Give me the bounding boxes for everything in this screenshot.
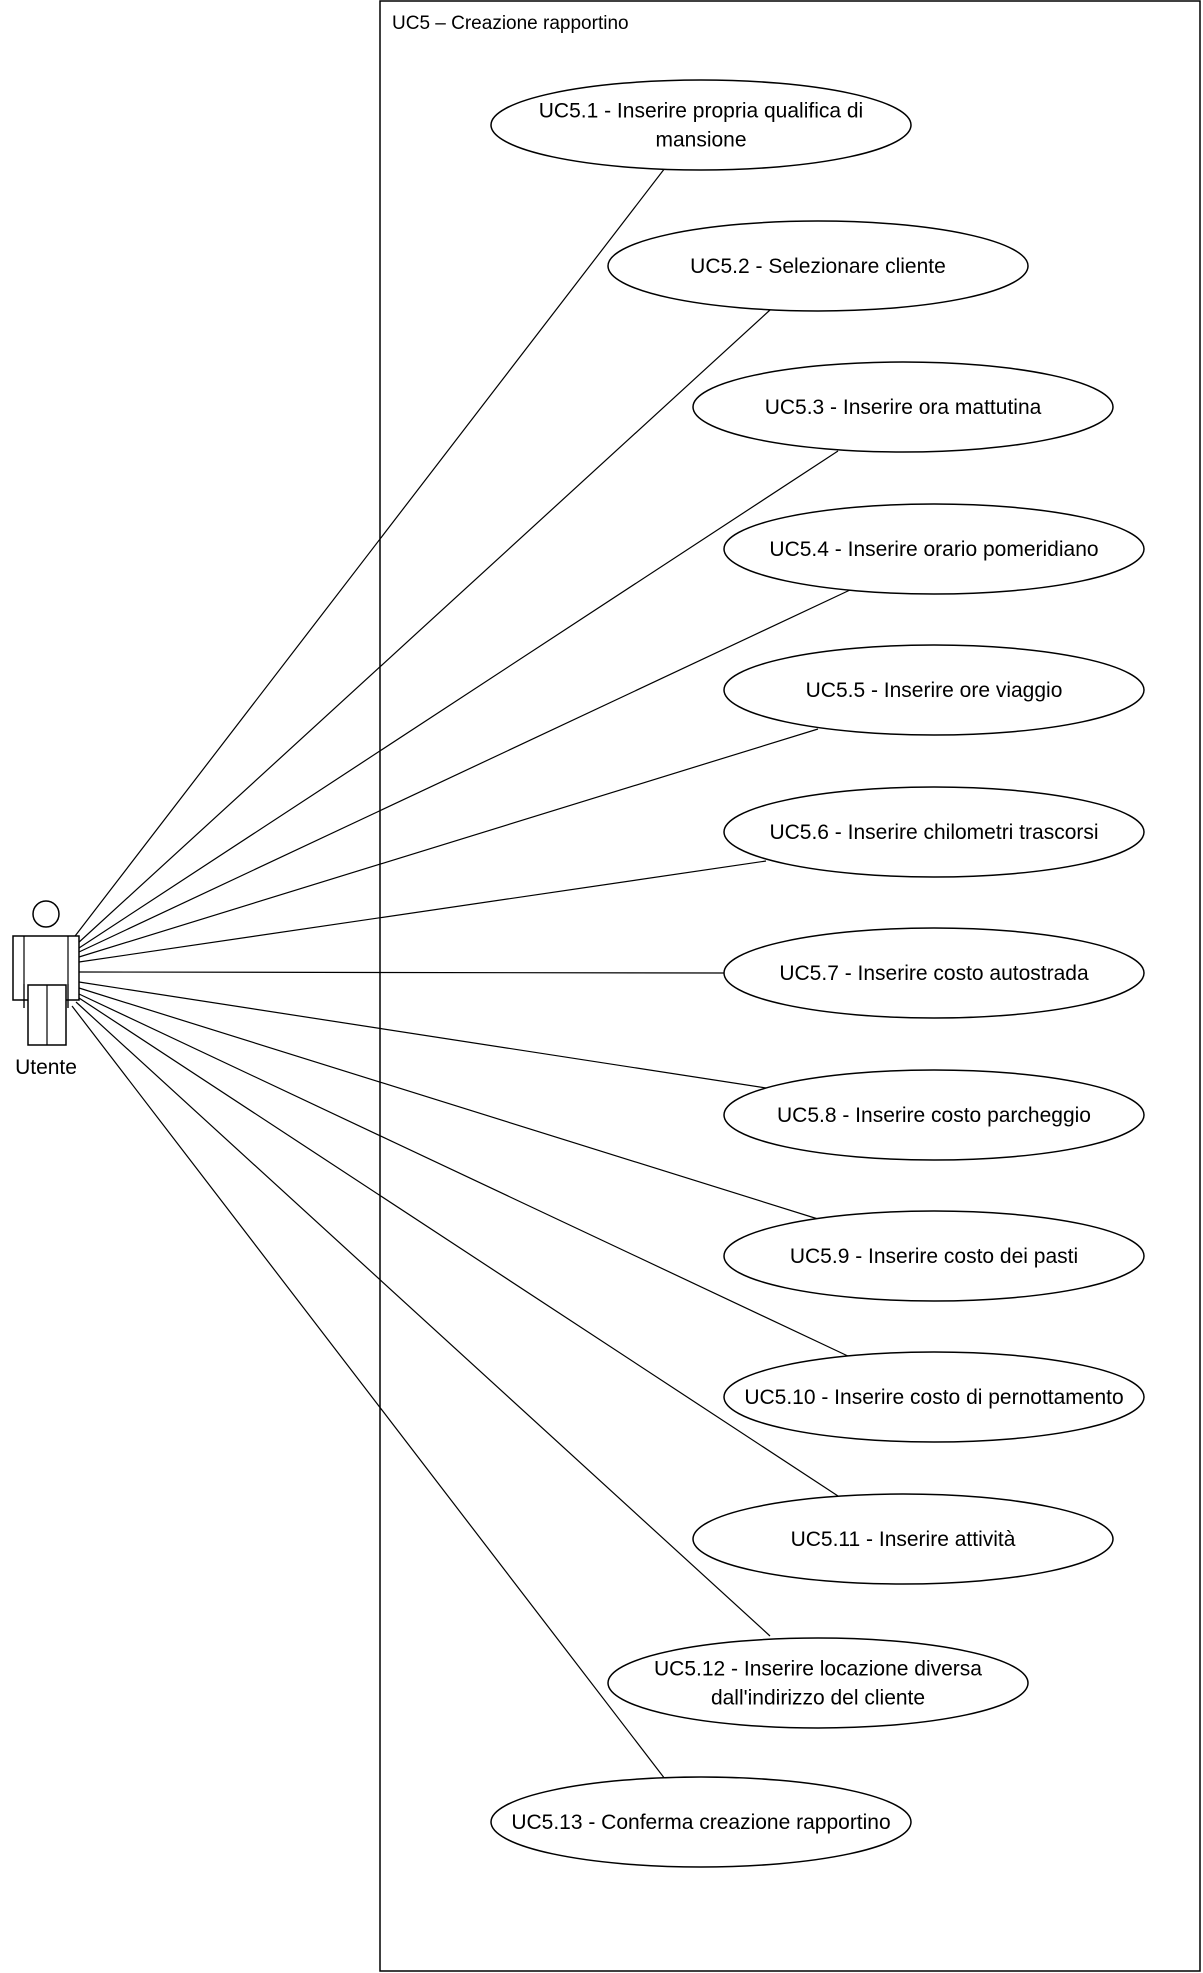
association-line-uc5-1	[71, 167, 666, 941]
use-case-ellipse	[607, 220, 1029, 312]
association-line-uc5-11	[78, 997, 839, 1497]
use-cases: UC5.1 - Inserire propria qualifica di man…	[490, 79, 1145, 1868]
use-case-ellipse	[692, 1493, 1114, 1585]
use-case-label: UC5.5 - Inserire ore viaggio	[806, 679, 1063, 702]
association-line-uc5-2	[76, 309, 771, 945]
use-case-label: mansione	[655, 129, 746, 152]
use-case-ellipse	[723, 1069, 1145, 1161]
association-line-uc5-3	[78, 450, 839, 949]
association-line-uc5-10	[78, 993, 851, 1358]
actor-head	[32, 900, 60, 928]
system-boundary	[379, 0, 1201, 1972]
use-case-uc5-11[interactable]: UC5.11 - Inserire attività	[692, 1493, 1114, 1585]
use-case-uc5-12[interactable]: UC5.12 - Inserire locazione diversa dall'…	[607, 1637, 1029, 1729]
association-line-uc5-13	[71, 1005, 666, 1780]
actor-utente[interactable]: Utente	[12, 900, 80, 1079]
use-case-label: UC5.6 - Inserire chilometri trascorsi	[769, 821, 1098, 844]
use-case-label: UC5.9 - Inserire costo dei pasti	[790, 1245, 1078, 1268]
use-case-label: dall'indirizzo del cliente	[711, 1687, 925, 1710]
use-case-uc5-4[interactable]: UC5.4 - Inserire orario pomeridiano	[723, 503, 1145, 595]
use-case-label: UC5.12 - Inserire locazione diversa	[654, 1658, 982, 1681]
use-case-uc5-3[interactable]: UC5.3 - Inserire ora mattutina	[692, 361, 1114, 453]
use-case-ellipse	[723, 786, 1145, 878]
use-case-label: UC5.2 - Selezionare cliente	[690, 255, 946, 278]
use-case-ellipse	[723, 644, 1145, 736]
use-case-ellipse	[723, 503, 1145, 595]
actor-label: Utente	[15, 1056, 77, 1079]
use-case-uc5-2[interactable]: UC5.2 - Selezionare cliente	[607, 220, 1029, 312]
use-case-ellipse	[692, 361, 1114, 453]
use-case-uc5-8[interactable]: UC5.8 - Inserire costo parcheggio	[723, 1069, 1145, 1161]
use-case-label: UC5.10 - Inserire costo di pernottamento	[744, 1386, 1123, 1409]
use-case-label: UC5.11 - Inserire attività	[791, 1528, 1016, 1551]
use-case-uc5-9[interactable]: UC5.9 - Inserire costo dei pasti	[723, 1210, 1145, 1302]
associations	[71, 167, 851, 1780]
use-case-ellipse	[723, 927, 1145, 1019]
association-line-uc5-4	[78, 589, 851, 953]
use-case-ellipse	[723, 1210, 1145, 1302]
actor-body-cover	[14, 937, 78, 984]
use-case-uc5-10[interactable]: UC5.10 - Inserire costo di pernottamento	[723, 1351, 1145, 1443]
use-case-label: UC5.3 - Inserire ora mattutina	[765, 396, 1042, 419]
use-case-label: UC5.7 - Inserire costo autostrada	[779, 962, 1089, 985]
use-case-label: UC5.8 - Inserire costo parcheggio	[777, 1104, 1091, 1127]
use-case-uc5-7[interactable]: UC5.7 - Inserire costo autostrada	[723, 927, 1145, 1019]
association-line-uc5-5	[78, 728, 819, 958]
system-title: UC5 – Creazione rapportino	[392, 13, 629, 34]
association-line-uc5-6	[78, 860, 767, 963]
use-case-ellipse	[607, 1637, 1029, 1729]
use-case-uc5-13[interactable]: UC5.13 - Conferma creazione rapportino	[490, 1776, 912, 1868]
use-case-label: UC5.13 - Conferma creazione rapportino	[511, 1811, 890, 1834]
use-case-ellipse	[723, 1351, 1145, 1443]
use-case-ellipse	[490, 1776, 912, 1868]
association-line-uc5-8	[78, 981, 767, 1089]
use-case-uc5-1[interactable]: UC5.1 - Inserire propria qualifica di man…	[490, 79, 912, 171]
association-line-uc5-9	[78, 987, 819, 1220]
use-case-ellipse	[490, 79, 912, 171]
use-case-uc5-6[interactable]: UC5.6 - Inserire chilometri trascorsi	[723, 786, 1145, 878]
use-case-uc5-5[interactable]: UC5.5 - Inserire ore viaggio	[723, 644, 1145, 736]
association-line-uc5-7	[78, 971, 725, 974]
use-case-label: UC5.1 - Inserire propria qualifica di	[539, 100, 863, 123]
association-line-uc5-12	[75, 1001, 771, 1637]
use-case-label: UC5.4 - Inserire orario pomeridiano	[769, 538, 1098, 561]
